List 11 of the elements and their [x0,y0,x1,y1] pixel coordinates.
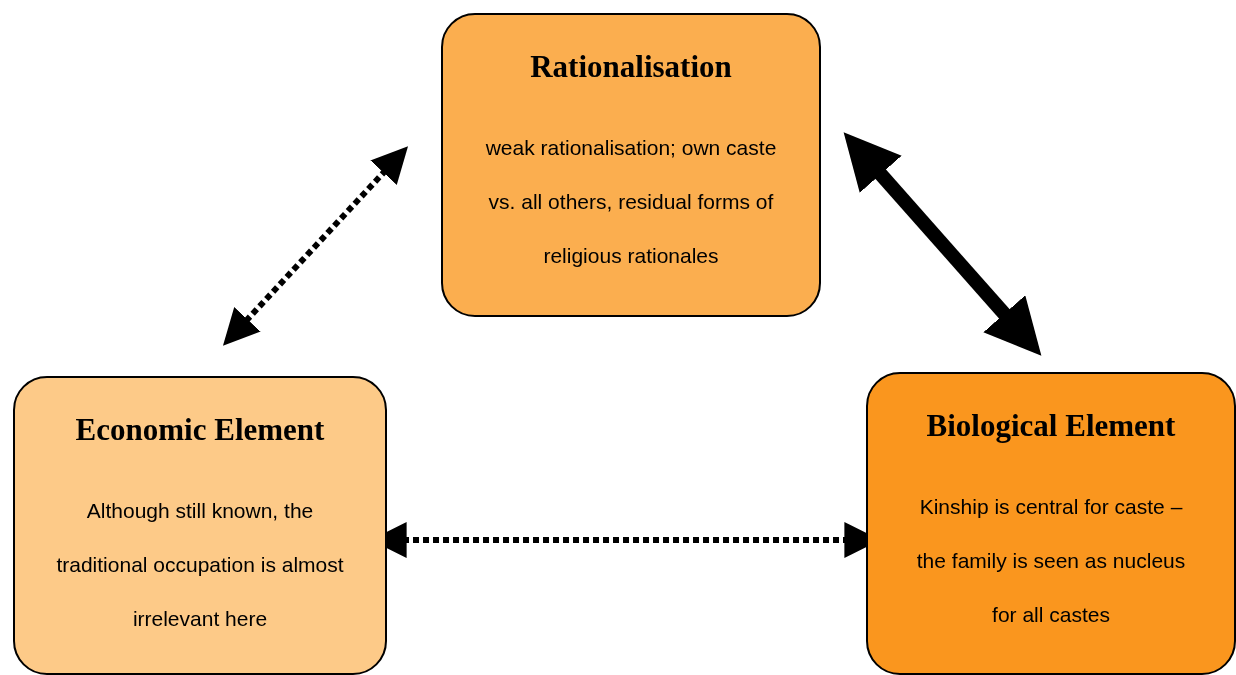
element-box [866,372,1236,675]
box-title: Rationalisation [529,49,733,85]
double-arrow [222,146,409,346]
double-arrow [843,132,1042,356]
element-box [13,376,387,675]
box-title: Economic Element [74,412,326,448]
element-box [441,13,821,317]
box-description: Although still known, the traditional occupation is almost irrelevant here [55,498,345,632]
box-description: weak rationalisation; own caste vs. all others, residual forms of religious rationales [484,135,778,269]
box-title: Biological Element [925,408,1177,444]
box-description: Kinship is central for caste – the family is seen as nucleus for all castes [915,494,1187,628]
